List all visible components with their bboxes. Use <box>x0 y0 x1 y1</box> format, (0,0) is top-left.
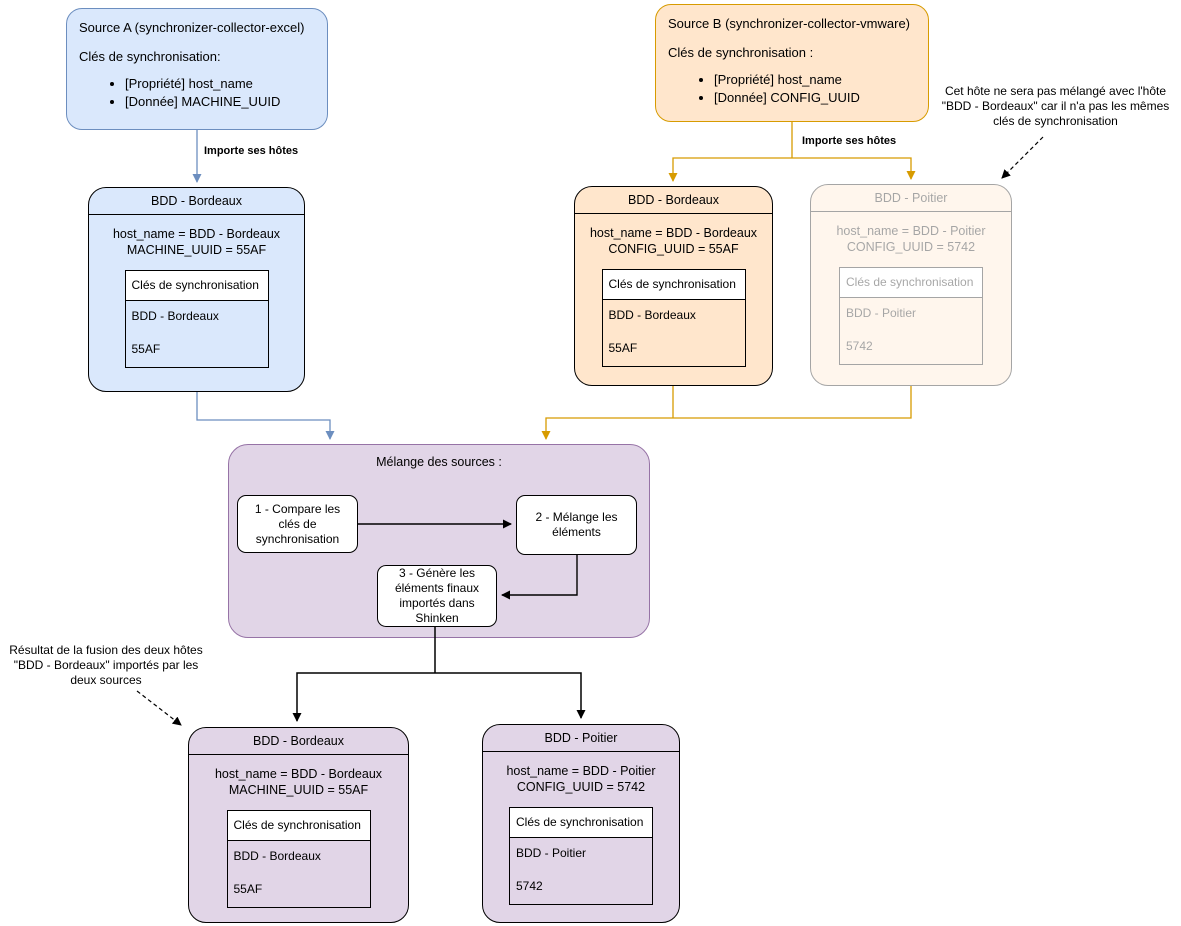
host-card-title: BDD - Bordeaux <box>575 187 772 214</box>
annotation-line: clés de synchronisation <box>993 114 1118 128</box>
sync-keys-table: Clés de synchronisation BDD - Bordeaux 5… <box>601 268 746 368</box>
source-a-keys-label: Clés de synchronisation: <box>79 49 221 65</box>
source-b-title: Source B (synchronizer-collector-vmware) <box>668 16 911 31</box>
sync-key-value: 55AF <box>608 340 638 355</box>
sync-key-value: BDD - Bordeaux <box>608 308 696 323</box>
host-card-vmware-bordeaux: BDD - Bordeaux host_name = BDD - Bordeau… <box>574 186 773 386</box>
host-card-title: BDD - Bordeaux <box>189 728 408 755</box>
sync-key-value: BDD - Poitier <box>846 306 917 321</box>
sync-keys-table: Clés de synchronisation BDD - Poitier 57… <box>509 806 653 906</box>
sync-table-header: Clés de synchronisation <box>227 810 370 842</box>
sync-key-item: [Propriété] host_name <box>125 76 315 92</box>
host-card-merged-poitier: BDD - Poitier host_name = BDD - Poitier … <box>482 724 680 923</box>
sync-key-value: 5742 <box>516 878 543 893</box>
sync-keys-table: Clés de synchronisation BDD - Bordeaux 5… <box>226 809 371 909</box>
host-attribute-line: CONFIG_UUID = 5742 <box>846 240 976 255</box>
source-a-title: Source A (synchronizer-collector-excel) <box>79 20 305 35</box>
source-a-node: Source A (synchronizer-collector-excel) … <box>66 8 328 130</box>
import-hosts-label-a: Importe ses hôtes <box>204 145 299 157</box>
host-attribute-line: CONFIG_UUID = 5742 <box>516 780 646 795</box>
host-attribute-line: host_name = BDD - Bordeaux <box>214 767 383 781</box>
dashed-edge-note-to-merged-bordeaux <box>136 690 182 726</box>
edge-orange-to-merge <box>541 386 912 440</box>
host-attribute-line: host_name = BDD - Bordeaux <box>589 226 758 240</box>
annotation-line: Cet hôte ne sera pas mélangé avec l'hôte <box>944 84 1167 98</box>
annotation-line: "BDD - Bordeaux" car il n'a pas les même… <box>941 99 1170 113</box>
host-card-vmware-poitier-faded: BDD - Poitier host_name = BDD - Poitier … <box>810 184 1012 386</box>
host-card-title: BDD - Bordeaux <box>89 188 304 215</box>
host-attribute-line: CONFIG_UUID = 55AF <box>608 242 739 257</box>
source-b-keys-label: Clés de synchronisation : <box>668 45 814 61</box>
host-attribute-line: MACHINE_UUID = 55AF <box>228 783 369 798</box>
host-attribute-line: host_name = BDD - Poitier <box>506 764 656 778</box>
annotation-not-merged: Cet hôte ne sera pas mélangé avec l'hôte… <box>930 84 1181 129</box>
sync-key-value: 5742 <box>846 338 873 353</box>
host-attribute-line: host_name = BDD - Bordeaux <box>112 227 281 241</box>
sync-key-item: [Propriété] host_name <box>714 72 916 88</box>
merge-step-3: 3 - Génère les éléments finaux importés … <box>377 565 497 627</box>
sync-key-value: BDD - Bordeaux <box>131 309 219 324</box>
sync-table-header: Clés de synchronisation <box>840 267 982 299</box>
merge-step-2: 2 - Mélange les éléments <box>516 495 637 555</box>
source-b-node: Source B (synchronizer-collector-vmware)… <box>655 4 929 122</box>
sync-table-header: Clés de synchronisation <box>125 270 268 302</box>
annotation-line: "BDD - Bordeaux" importés par les <box>13 658 199 672</box>
merge-title: Mélange des sources : <box>376 455 502 469</box>
sync-table-header: Clés de synchronisation <box>510 807 652 839</box>
dashed-edge-note-to-poitier <box>1001 136 1044 179</box>
annotation-line: deux sources <box>70 673 142 687</box>
host-card-excel-bordeaux: BDD - Bordeaux host_name = BDD - Bordeau… <box>88 187 305 392</box>
sync-keys-table: Clés de synchronisation BDD - Bordeaux 5… <box>124 269 269 369</box>
annotation-fusion-result: Résultat de la fusion des deux hôtes "BD… <box>0 643 212 688</box>
sync-keys-table: Clés de synchronisation BDD - Poitier 57… <box>839 266 983 366</box>
sync-key-item: [Donnée] CONFIG_UUID <box>714 90 916 106</box>
sync-key-value: BDD - Poitier <box>516 846 587 861</box>
host-card-title: BDD - Poitier <box>483 725 679 752</box>
sync-key-item: [Donnée] MACHINE_UUID <box>125 94 315 110</box>
sync-key-value: 55AF <box>131 341 161 356</box>
edge-source-b-to-poitier <box>792 157 916 180</box>
host-attribute-line: host_name = BDD - Poitier <box>836 224 986 238</box>
edge-source-b-to-bordeaux <box>668 157 792 182</box>
import-hosts-label-b: Importe ses hôtes <box>802 135 897 147</box>
sync-key-value: BDD - Bordeaux <box>233 849 321 864</box>
edge-merge-to-bordeaux <box>292 672 435 722</box>
host-card-merged-bordeaux: BDD - Bordeaux host_name = BDD - Bordeau… <box>188 727 409 923</box>
sync-table-header: Clés de synchronisation <box>602 269 745 301</box>
edge-blue-bordeaux-to-merge <box>196 392 335 440</box>
source-a-keys-list: [Propriété] host_name [Donnée] MACHINE_U… <box>79 76 315 111</box>
host-attribute-line: MACHINE_UUID = 55AF <box>126 243 267 258</box>
edge-merge-to-poitier <box>435 672 586 719</box>
annotation-line: Résultat de la fusion des deux hôtes <box>9 643 203 657</box>
source-b-keys-list: [Propriété] host_name [Donnée] CONFIG_UU… <box>668 72 916 107</box>
host-card-title: BDD - Poitier <box>811 185 1011 212</box>
merge-step-1: 1 - Compare les clés de synchronisation <box>237 495 358 553</box>
sync-key-value: 55AF <box>233 881 263 896</box>
